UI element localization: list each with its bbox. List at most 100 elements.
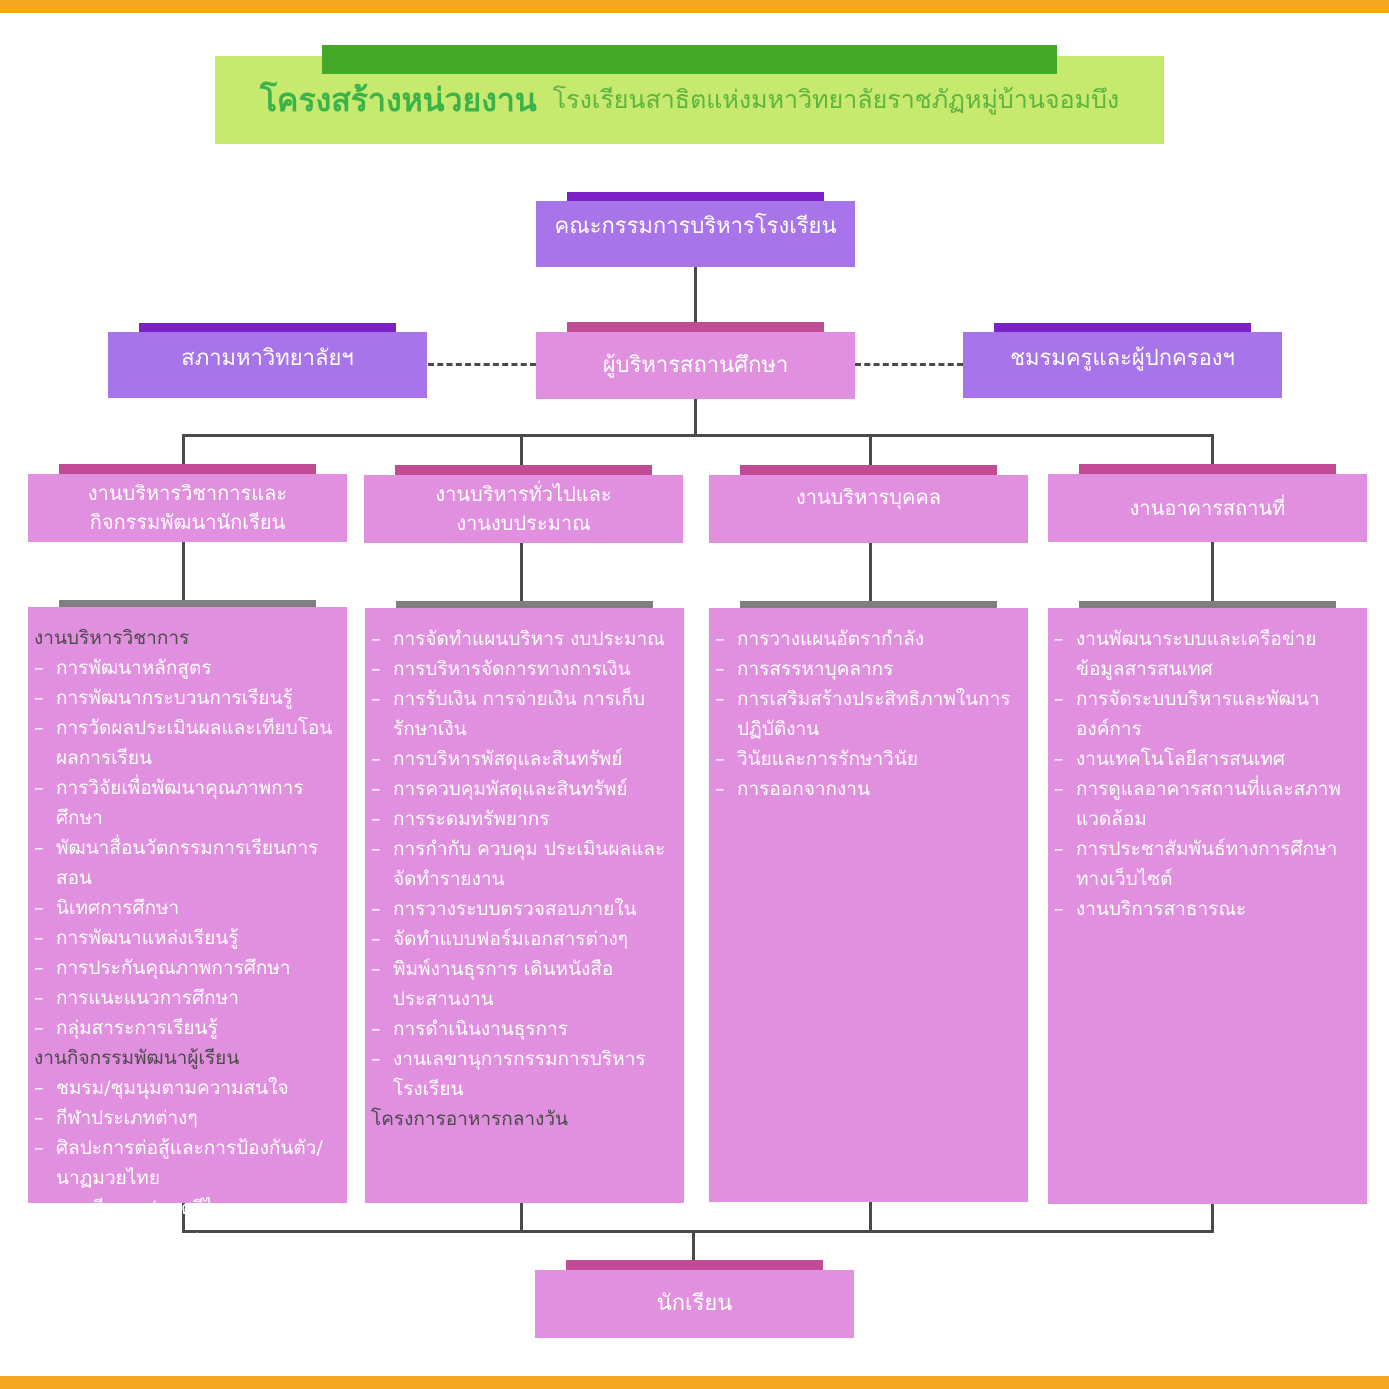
list-1-cap	[59, 600, 316, 609]
connector-list-bottom-3	[869, 1200, 872, 1232]
list-item: การดำเนินงานธุรการ	[371, 1014, 680, 1044]
connector-dept-list-2	[520, 541, 523, 601]
director-box: ผู้บริหารสถานศึกษา	[536, 332, 855, 399]
parents-club-label: ชมรมครูและผู้ปกครองฯ	[1010, 346, 1235, 371]
list-item: ศิลปะการต่อสู้และการป้องกันตัว/นาฏมวยไทย	[34, 1133, 343, 1193]
list-item: นิเทศการศึกษา	[34, 893, 343, 923]
connector-students	[692, 1230, 695, 1264]
list-item: การรับเงิน การจ่ายเงิน การเก็บรักษาเงิน	[371, 684, 680, 744]
dept-1-task-list: งานบริหารวิชาการ การพัฒนาหลักสูตร การพัฒ…	[28, 607, 347, 1253]
connector-director-trunk	[694, 398, 697, 436]
list-item: การพัฒนาแหล่งเรียนรู้	[34, 923, 343, 953]
list-item: การวิจัยเพื่อพัฒนาคุณภาพการศึกษา	[34, 773, 343, 833]
dept-4-label: งานอาคารสถานที่	[1129, 495, 1286, 520]
list-3-cap	[740, 601, 997, 610]
dept-4-header: งานอาคารสถานที่	[1048, 474, 1367, 542]
connector-list-bottom-4	[1211, 1200, 1214, 1232]
list-item: ชมรม/ชุมนุมตามความสนใจ	[34, 1073, 343, 1103]
dept-3-header: งานบริหารบุคคล	[709, 475, 1028, 543]
parents-club-box: ชมรมครูและผู้ปกครองฯ	[963, 332, 1282, 398]
title-bar	[322, 45, 1057, 74]
university-council-cap	[139, 323, 396, 334]
list-item: งานพัฒนาระบบและเครือข่ายข้อมูลสารสนเทศ	[1054, 624, 1363, 684]
dept-2-task-list: การจัดทำแผนบริหาร งบประมาณ การบริหารจัดก…	[365, 608, 684, 1203]
section-heading: งานบริหารวิชาการ	[34, 627, 190, 649]
top-stripe	[0, 0, 1389, 13]
dept-2-cap	[395, 465, 652, 476]
dept-1-cap	[59, 464, 316, 475]
university-council-box: สภามหาวิทยาลัยฯ	[108, 332, 427, 398]
list-2-cap	[396, 601, 653, 610]
list-item: การระดมทรัพยากร	[371, 804, 680, 834]
list-item: กลุ่มสาระการเรียนรู้	[34, 1013, 343, 1043]
dept-1-label-line-2: กิจกรรมพัฒนานักเรียน	[89, 510, 286, 534]
list-item: วินัยและการรักษาวินัย	[715, 744, 1024, 774]
section-heading: งานกิจกรรมพัฒนาผู้เรียน	[34, 1047, 240, 1069]
connector-bottom-bus	[182, 1230, 1214, 1233]
list-item: การออกจากงาน	[715, 774, 1024, 804]
list-item: การแนะแนวการศึกษา	[34, 983, 343, 1013]
connector-dept-list-3	[869, 541, 872, 601]
dept-2-label-line-1: งานบริหารทั่วไปและ	[435, 482, 612, 506]
connector-drop-4	[1211, 434, 1214, 474]
list-item: การสรรหาบุคลากร	[715, 654, 1024, 684]
students-box: นักเรียน	[535, 1270, 854, 1338]
section-heading: โครงการอาหารกลางวัน	[371, 1108, 569, 1130]
list-item: การวางระบบตรวจสอบภายใน	[371, 894, 680, 924]
connector-drop-1	[182, 434, 185, 474]
connector-drop-2	[520, 434, 523, 474]
title-main: โครงสร้างหน่วยงาน	[259, 80, 537, 119]
list-item: การเสริมสร้างประสิทธิภาพในการปฏิบัติงาน	[715, 684, 1024, 744]
dept-1-header: งานบริหารวิชาการและ กิจกรรมพัฒนานักเรียน	[28, 474, 347, 542]
list-item: จัดทำแบบฟอร์มเอกสารต่างๆ	[371, 924, 680, 954]
list-item: การควบคุมพัสดุและสินทรัพย์	[371, 774, 680, 804]
list-item: การพัฒนาหลักสูตร	[34, 653, 343, 683]
list-item: การวางแผนอัตรากำลัง	[715, 624, 1024, 654]
connector-dept-list-1	[182, 541, 185, 601]
list-item: พัฒนาสื่อนวัตกรรมการเรียนการสอน	[34, 833, 343, 893]
dashed-link-left	[428, 363, 536, 366]
list-item: พิมพ์งานธุรการ เดินหนังสือประสานงาน	[371, 954, 680, 1014]
committee-cap	[567, 192, 824, 203]
bottom-stripe	[0, 1376, 1389, 1389]
director-label: ผู้บริหารสถานศึกษา	[602, 352, 789, 378]
connector-list-bottom-2	[520, 1200, 523, 1232]
dept-3-cap	[740, 465, 997, 476]
students-cap	[566, 1260, 823, 1271]
dept-3-task-list: การวางแผนอัตรากำลัง การสรรหาบุคลากร การเ…	[709, 608, 1028, 1202]
students-label: นักเรียน	[656, 1291, 733, 1316]
list-item: การดูแลอาคารสถานที่และสภาพแวดล้อม	[1054, 774, 1363, 834]
dept-2-label-line-2: งานงบประมาณ	[456, 511, 591, 535]
list-item: การบริหารพัสดุและสินทรัพย์	[371, 744, 680, 774]
list-item: การประกันคุณภาพการศึกษา	[34, 953, 343, 983]
director-cap	[567, 322, 824, 333]
list-item: งานเลขานุการกรรมการบริหารโรงเรียน	[371, 1044, 680, 1104]
dept-3-label: งานบริหารบุคคล	[796, 484, 941, 509]
list-item: การกำกับ ควบคุม ประเมินผลและจัดทำรายงาน	[371, 834, 680, 894]
list-item: ดนตรีสากล/ดนตรีไทย	[34, 1193, 343, 1223]
list-item: การประชาสัมพันธ์ทางการศึกษาทางเว็บไซต์	[1054, 834, 1363, 894]
list-item: งานบริการสาธารณะ	[1054, 894, 1363, 924]
connector-top-bus	[182, 434, 1214, 437]
connector-dept-list-4	[1211, 541, 1214, 601]
title-subtitle: โรงเรียนสาธิตแห่งมหาวิทยาลัยราชภัฏหมู่บ้…	[552, 85, 1120, 114]
committee-box: คณะกรรมการบริหารโรงเรียน	[536, 201, 855, 267]
list-item: งานเทคโนโลยีสารสนเทศ	[1054, 744, 1363, 774]
list-item: การพัฒนากระบวนการเรียนรู้	[34, 683, 343, 713]
list-item: การจัดทำแผนบริหาร งบประมาณ	[371, 624, 680, 654]
connector-committee-director	[694, 266, 697, 332]
list-item: การบริหารจัดการทางการเงิน	[371, 654, 680, 684]
committee-label: คณะกรรมการบริหารโรงเรียน	[554, 214, 837, 239]
dept-1-label-line-1: งานบริหารวิชาการและ	[87, 481, 288, 505]
list-item: การจัดระบบบริหารและพัฒนาองค์การ	[1054, 684, 1363, 744]
dashed-link-right	[855, 363, 963, 366]
list-item: การวัดผลประเมินผลและเทียบโอนผลการเรียน	[34, 713, 343, 773]
list-item: กีฬาประเภทต่างๆ	[34, 1103, 343, 1133]
university-council-label: สภามหาวิทยาลัยฯ	[181, 346, 354, 371]
dept-2-header: งานบริหารทั่วไปและ งานงบประมาณ	[364, 475, 683, 543]
parents-club-cap	[994, 323, 1251, 334]
dept-4-cap	[1079, 464, 1336, 475]
list-4-cap	[1079, 601, 1336, 610]
connector-drop-3	[869, 434, 872, 474]
dept-4-task-list: งานพัฒนาระบบและเครือข่ายข้อมูลสารสนเทศ ก…	[1048, 608, 1367, 1204]
